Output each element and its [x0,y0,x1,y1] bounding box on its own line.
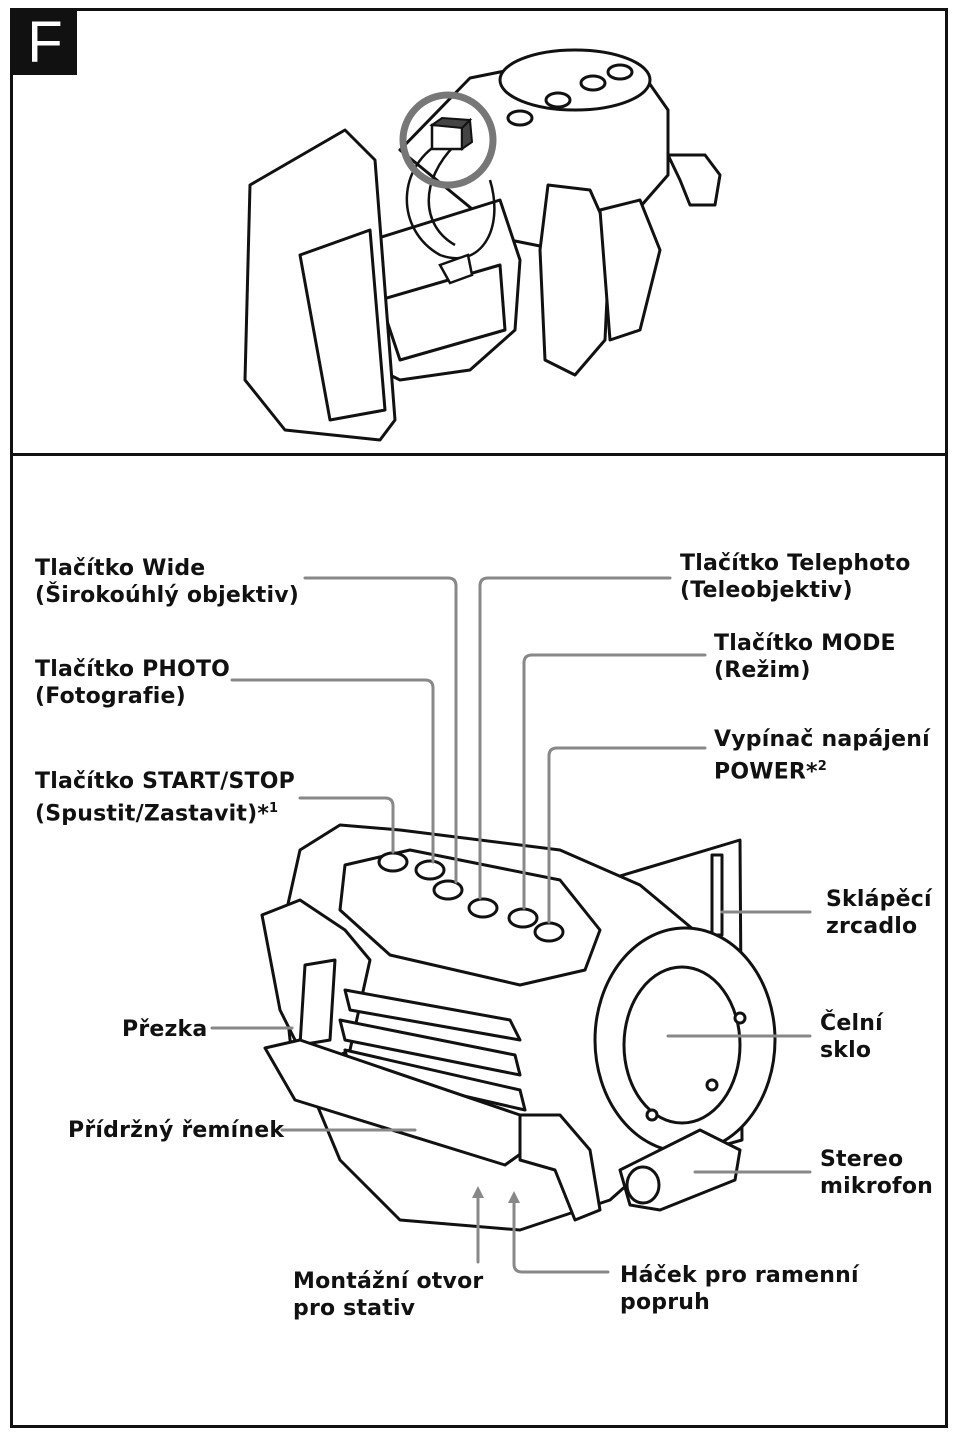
arrow-tripod [472,1186,484,1198]
strap-hook [666,153,722,207]
start-stop-button [377,851,409,873]
flip-mirror-edge [710,853,724,937]
remote-cable [427,144,456,247]
figure-frame [10,8,948,1428]
label-start-stop-button: Tlačítko START/STOP (Spustit/Zastavit)*1 [35,769,295,827]
ring-screw [705,1078,719,1092]
ring-screw [645,1108,659,1122]
label-power-switch: Vypínač napájení POWER*2 [714,727,930,785]
label-shoulder-strap-hook: Háček pro ramenní popruh [620,1263,859,1315]
ring-screw [733,1011,747,1025]
top-deck [338,848,602,987]
leader-photo [230,678,435,864]
label-mode-button: Tlačítko MODE (Režim) [714,631,896,683]
label-front-glass: Čelní sklo [820,1011,883,1063]
side-clamp-lever [598,198,662,342]
label-grip-strap: Přídržný řemínek [68,1118,285,1143]
cable-plug [438,253,474,285]
label-flip-mirror: Sklápěcí zrcadlo [826,887,932,939]
label-tripod-socket: Montážní otvor pro stativ [293,1269,484,1321]
side-clamp-open [538,183,612,377]
leader-mode [522,653,707,910]
top-button [544,91,572,109]
photo-button [414,859,446,881]
label-buckle: Přezka [122,1017,208,1042]
highlight-circle [399,91,497,189]
label-wide-button: Tlačítko Wide (Širokoúhlý objektiv) [35,556,300,608]
cable-connector [430,123,464,151]
stereo-mic-end [625,1165,661,1205]
label-stereo-mic: Stereo mikrofon [820,1147,934,1199]
leader-start-stop [298,796,395,854]
strap-loop [518,1113,602,1222]
rear-door-panel [298,228,387,422]
top-button [506,109,534,127]
leader-telephoto [478,576,672,900]
label-telephoto-button: Tlačítko Telephoto (Teleobjektiv) [680,551,911,603]
top-button [606,63,634,81]
telephoto-button [467,897,499,919]
leader-power [547,746,707,924]
label-photo-button: Tlačítko PHOTO (Fotografie) [35,657,231,709]
cable-connector-face [429,116,474,151]
front-glass [622,965,742,1125]
section-label: F [13,11,77,75]
grip-slat [338,1018,522,1077]
wide-button [432,879,464,901]
mode-button [507,907,539,929]
leader-wide [303,576,458,884]
power-switch [533,921,565,943]
leader-strap-hook [512,1193,610,1274]
top-button [579,74,607,92]
panel-divider [10,453,948,456]
grip-slat [343,988,522,1042]
buckle-slot [298,958,337,1047]
arrow-strap-hook [508,1191,520,1203]
